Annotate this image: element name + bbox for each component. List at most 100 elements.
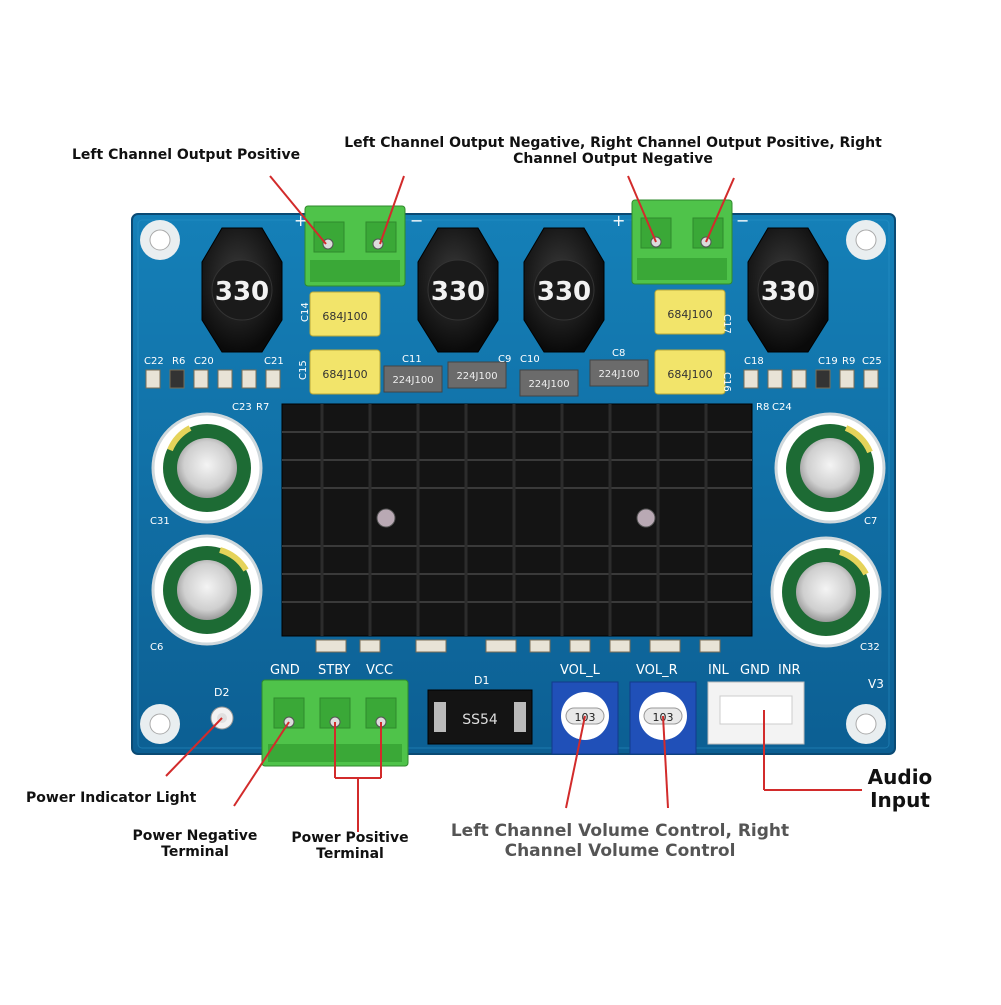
svg-text:VOL_L: VOL_L xyxy=(560,663,601,678)
cap-c11: 224J100 xyxy=(383,365,443,393)
right-output-terminal: + − xyxy=(612,199,749,285)
label-volume-line2: Channel Volume Control xyxy=(504,840,736,861)
inductor-2: 330 xyxy=(417,227,499,353)
electrolytic-cap-c6 xyxy=(151,534,263,646)
film-cap-c16: 684J100 xyxy=(654,349,726,395)
inductor-3-label: 330 xyxy=(537,277,591,307)
rectifier-diode: SS54 D1 xyxy=(427,674,533,745)
label-power-negative-line1: Power Negative xyxy=(132,828,258,844)
svg-text:R8: R8 xyxy=(756,402,769,413)
svg-text:684J100: 684J100 xyxy=(322,310,367,323)
cap-c8: 224J100 xyxy=(589,359,649,387)
power-pin-labels: GND STBY VCC xyxy=(270,663,393,678)
cap-c9: 224J100 xyxy=(447,361,507,389)
svg-text:C15: C15 xyxy=(298,360,309,380)
left-terminal-plus: + xyxy=(294,211,307,230)
film-cap-c17: 684J100 xyxy=(654,289,726,335)
inductor-1: 330 xyxy=(201,227,283,353)
label-power-positive-line1: Power Positive xyxy=(291,830,409,846)
svg-text:C7: C7 xyxy=(864,516,877,527)
label-left-channel-output-positive: Left Channel Output Positive xyxy=(72,147,301,163)
svg-text:GND: GND xyxy=(270,663,300,678)
svg-text:INR: INR xyxy=(778,663,801,678)
svg-text:684J100: 684J100 xyxy=(322,368,367,381)
svg-text:224J100: 224J100 xyxy=(528,379,569,390)
label-power-positive-line2: Terminal xyxy=(316,846,384,863)
label-power-negative-terminal: Power Negative Terminal xyxy=(120,828,270,860)
label-volume-line1: Left Channel Volume Control, Right xyxy=(450,821,790,841)
svg-text:684J100: 684J100 xyxy=(667,368,712,381)
inductor-4: 330 xyxy=(747,227,829,353)
svg-text:INL: INL xyxy=(708,663,730,678)
inductor-4-label: 330 xyxy=(761,277,815,307)
label-power-indicator-light: Power Indicator Light xyxy=(26,790,197,806)
svg-text:C21: C21 xyxy=(264,356,284,367)
volume-labels: VOL_L VOL_R xyxy=(560,663,678,678)
callout-lines xyxy=(165,175,862,832)
label-volume-control: Left Channel Volume Control, Right Chann… xyxy=(430,821,810,861)
svg-text:C16: C16 xyxy=(721,372,732,392)
label-power-negative-line2: Terminal xyxy=(161,844,229,861)
svg-text:C23: C23 xyxy=(232,402,252,413)
left-output-terminal: + − xyxy=(294,205,423,287)
svg-text:C10: C10 xyxy=(520,354,540,365)
svg-text:C6: C6 xyxy=(150,642,163,653)
svg-text:C24: C24 xyxy=(772,402,792,413)
svg-text:STBY: STBY xyxy=(318,663,350,678)
mounting-hole-tl xyxy=(140,220,180,260)
electrolytic-cap-c31 xyxy=(151,412,263,524)
board-version: V3 xyxy=(868,677,884,691)
svg-text:D1: D1 xyxy=(474,674,489,687)
inductor-1-label: 330 xyxy=(215,277,269,307)
label-audio-line2: Input xyxy=(870,788,930,812)
svg-text:C31: C31 xyxy=(150,516,170,527)
svg-text:C17: C17 xyxy=(721,314,732,334)
film-cap-c15: 684J100 xyxy=(309,349,381,395)
svg-text:C9: C9 xyxy=(498,354,511,365)
mounting-hole-br xyxy=(846,704,886,744)
svg-text:C18: C18 xyxy=(744,356,764,367)
svg-text:R9: R9 xyxy=(842,356,855,367)
electrolytic-cap-c32 xyxy=(770,536,882,648)
left-terminal-minus: − xyxy=(410,211,423,230)
right-terminal-minus: − xyxy=(736,211,749,230)
audio-input-connector[interactable] xyxy=(707,681,805,745)
svg-text:R7: R7 xyxy=(256,402,269,413)
electrolytic-cap-c7 xyxy=(774,412,886,524)
label-multi-output-line1: Left Channel Output Negative, Right Chan… xyxy=(344,135,882,151)
heatsink-screw-left xyxy=(376,508,396,528)
mounting-hole-tr xyxy=(846,220,886,260)
label-audio-line1: Audio xyxy=(867,765,933,789)
svg-text:GND: GND xyxy=(740,663,770,678)
smd-row-right xyxy=(743,369,879,389)
svg-text:C11: C11 xyxy=(402,354,422,365)
inductor-2-label: 330 xyxy=(431,277,485,307)
heatsink-screw-right xyxy=(636,508,656,528)
mounting-hole-bl xyxy=(140,704,180,744)
svg-text:C8: C8 xyxy=(612,348,625,359)
svg-text:C22: C22 xyxy=(144,356,164,367)
svg-text:C19: C19 xyxy=(818,356,838,367)
right-terminal-plus: + xyxy=(612,211,625,230)
label-multi-output: Left Channel Output Negative, Right Chan… xyxy=(318,135,908,167)
svg-text:VOL_R: VOL_R xyxy=(636,663,678,678)
label-power-positive-terminal: Power Positive Terminal xyxy=(280,830,420,862)
svg-text:C32: C32 xyxy=(860,642,880,653)
film-cap-c14: 684J100 xyxy=(309,291,381,337)
svg-text:R6: R6 xyxy=(172,356,185,367)
smd-row-left xyxy=(145,369,281,389)
heatsink xyxy=(281,403,753,637)
svg-text:C25: C25 xyxy=(862,356,882,367)
smd-row-bottom xyxy=(315,639,721,653)
svg-text:VCC: VCC xyxy=(366,663,393,678)
svg-text:224J100: 224J100 xyxy=(456,371,497,382)
svg-text:C14: C14 xyxy=(300,302,311,322)
svg-text:224J100: 224J100 xyxy=(392,375,433,386)
label-multi-output-line2: Channel Output Negative xyxy=(513,151,713,168)
cap-c10: 224J100 xyxy=(519,369,579,397)
svg-text:224J100: 224J100 xyxy=(598,369,639,380)
silkscreen-refs: C22 R6 C20 C21 C23 R7 C14 C15 C11 C9 C10… xyxy=(144,302,882,653)
label-audio-input: Audio Input xyxy=(852,766,948,812)
